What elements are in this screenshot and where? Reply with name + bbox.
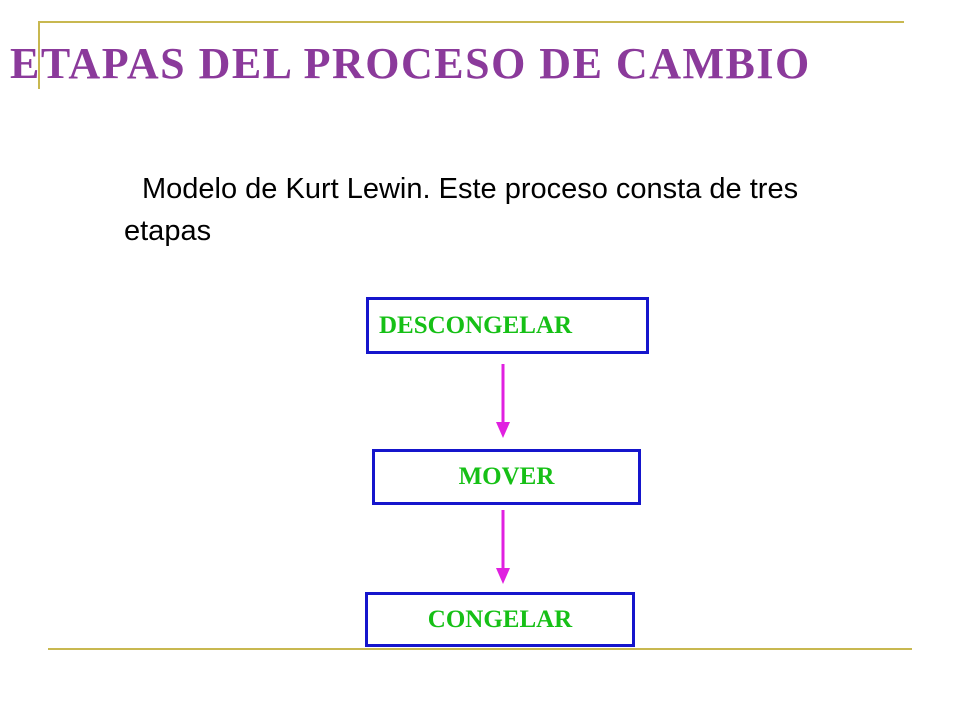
stage-label: MOVER <box>458 463 555 490</box>
stage-box-mover: MOVER <box>372 449 641 505</box>
stage-box-descongelar: DESCONGELAR <box>366 297 649 354</box>
stage-label: CONGELAR <box>427 605 573 633</box>
slide-title: ETAPAS DEL PROCESO DE CAMBIO <box>10 39 811 88</box>
stage-box-congelar: CONGELAR <box>365 592 635 647</box>
arrow-head <box>496 568 510 584</box>
arrow-down-icon <box>496 510 510 584</box>
arrow-head <box>496 422 510 438</box>
bottom-rule <box>48 648 912 650</box>
arrow-down-icon <box>496 364 510 438</box>
left-rule <box>38 21 40 89</box>
top-rule <box>38 21 904 23</box>
slide-subtitle: Modelo de Kurt Lewin. Este proceso const… <box>124 173 799 247</box>
stage-label: DESCONGELAR <box>379 311 573 339</box>
